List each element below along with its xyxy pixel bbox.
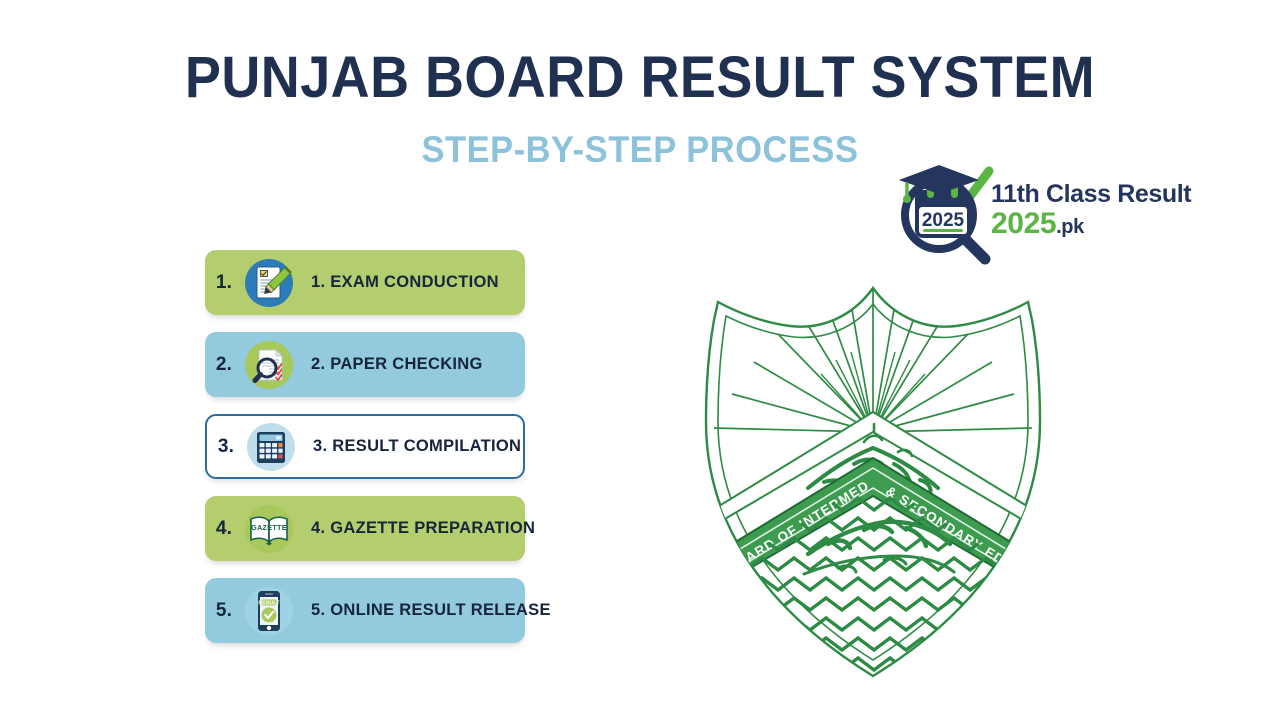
step-label: 1. EXAM CONDUCTION — [311, 273, 499, 291]
step-number: 5. — [215, 599, 233, 621]
process-steps-list: 1. — [205, 250, 550, 660]
step-item-exam-conduction[interactable]: 1. — [205, 250, 525, 315]
svg-text:2025: 2025 — [922, 210, 965, 231]
page-title: PUNJAB BOARD RESULT SYSTEM — [184, 45, 1096, 110]
step-label: 2. PAPER CHECKING — [311, 355, 483, 373]
calculator-icon — [245, 421, 297, 473]
step-item-result-compilation[interactable]: 3. — [205, 414, 525, 479]
board-emblem: BOARD OF INTERMEDIATE & SECONDARY EDUCAT… — [688, 282, 1058, 682]
step-number: 2. — [215, 353, 233, 375]
document-pencil-icon — [243, 257, 295, 309]
site-logo[interactable]: 2025 11th Class Result 2025.pk — [893, 163, 1205, 265]
logo-line-2: 2025.pk — [991, 208, 1205, 243]
smartphone-result-icon: RESULT — [243, 585, 295, 637]
logo-wordmark: 11th Class Result 2025.pk — [991, 181, 1205, 243]
logo-line-1: 11th Class Result — [991, 180, 1192, 208]
logo-mark-icon: 2025 — [893, 163, 997, 265]
logo-tld: .pk — [1056, 216, 1084, 238]
magnifier-document-icon — [243, 339, 295, 391]
step-label: 3. RESULT COMPILATION — [313, 437, 522, 455]
page-subtitle: STEP-BY-STEP PROCESS — [421, 129, 859, 170]
logo-year: 2025 — [991, 207, 1057, 240]
step-item-online-result-release[interactable]: 5. RESULT 5. ONLINE RESULT RELEASE — [205, 578, 550, 643]
open-book-icon: GAZETTE — [243, 503, 295, 555]
book-label: GAZETTE — [251, 523, 287, 532]
step-number: 3. — [217, 435, 235, 457]
step-number: 4. — [215, 517, 233, 539]
phone-banner-label: RESULT — [258, 600, 280, 606]
step-item-paper-checking[interactable]: 2. — [205, 332, 525, 397]
step-label: 5. ONLINE RESULT RELEASE — [311, 601, 551, 619]
step-item-gazette-preparation[interactable]: 4. GAZETTE 4. GAZETTE PREPARATION — [205, 496, 535, 561]
step-label: 4. GAZETTE PREPARATION — [311, 519, 536, 537]
step-number: 1. — [215, 271, 233, 293]
